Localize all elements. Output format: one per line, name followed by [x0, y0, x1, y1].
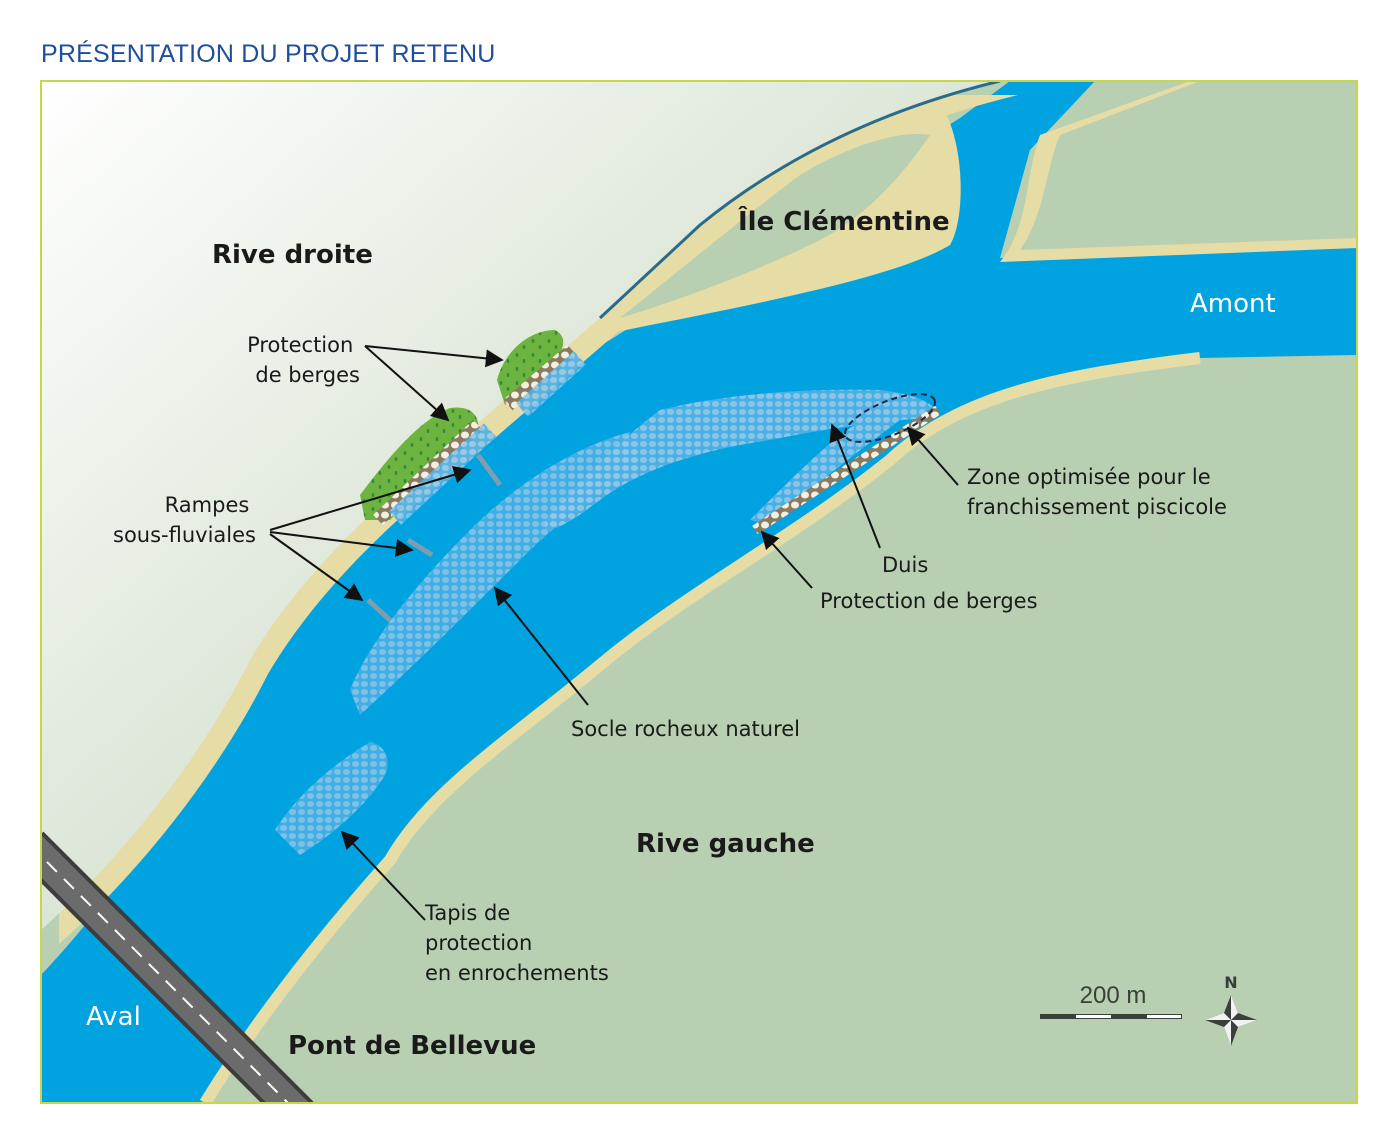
upper-right-land: [1020, 81, 1357, 250]
label-rive-gauche: Rive gauche: [636, 829, 815, 859]
rive-droite-land: [41, 81, 1000, 930]
label-ile-clementine: Île Clémentine: [738, 205, 950, 237]
label-zone-optimisee: Zone optimisée pour le franchissement pi…: [967, 465, 1227, 519]
label-duis: Duis: [882, 553, 928, 577]
label-rampes: Rampes sous-fluviales: [113, 493, 256, 547]
rampe: [475, 453, 503, 487]
label-rive-droite: Rive droite: [212, 240, 373, 270]
label-amont: Amont: [1190, 289, 1276, 319]
pont-de-bellevue-road: [41, 831, 314, 1103]
svg-text:N: N: [1224, 973, 1237, 992]
annotation-arrows: [269, 345, 959, 921]
map-title: PRÉSENTATION DU PROJET RETENU: [41, 40, 496, 68]
map-frame: [40, 80, 1358, 1104]
zone-optimisee-outline: [844, 393, 936, 443]
label-protection-berges-nord: Protection de berges: [247, 333, 360, 387]
tapis-enrochements: [275, 742, 388, 855]
label-aval: Aval: [86, 1002, 141, 1032]
label-socle-rocheux: Socle rocheux naturel: [571, 717, 800, 741]
compass-rose-icon: N: [1205, 973, 1257, 1046]
rampe: [366, 598, 394, 624]
scale-bar: 200 m: [1040, 982, 1182, 1019]
label-protection-berges-sud: Protection de berges: [820, 589, 1038, 613]
label-pont-de-bellevue: Pont de Bellevue: [288, 1031, 536, 1061]
vegetation-patch: [497, 330, 564, 405]
label-tapis: Tapis de protection en enrochements: [424, 901, 609, 985]
vegetation-patch: [360, 407, 479, 520]
svg-text:200 m: 200 m: [1080, 982, 1147, 1009]
